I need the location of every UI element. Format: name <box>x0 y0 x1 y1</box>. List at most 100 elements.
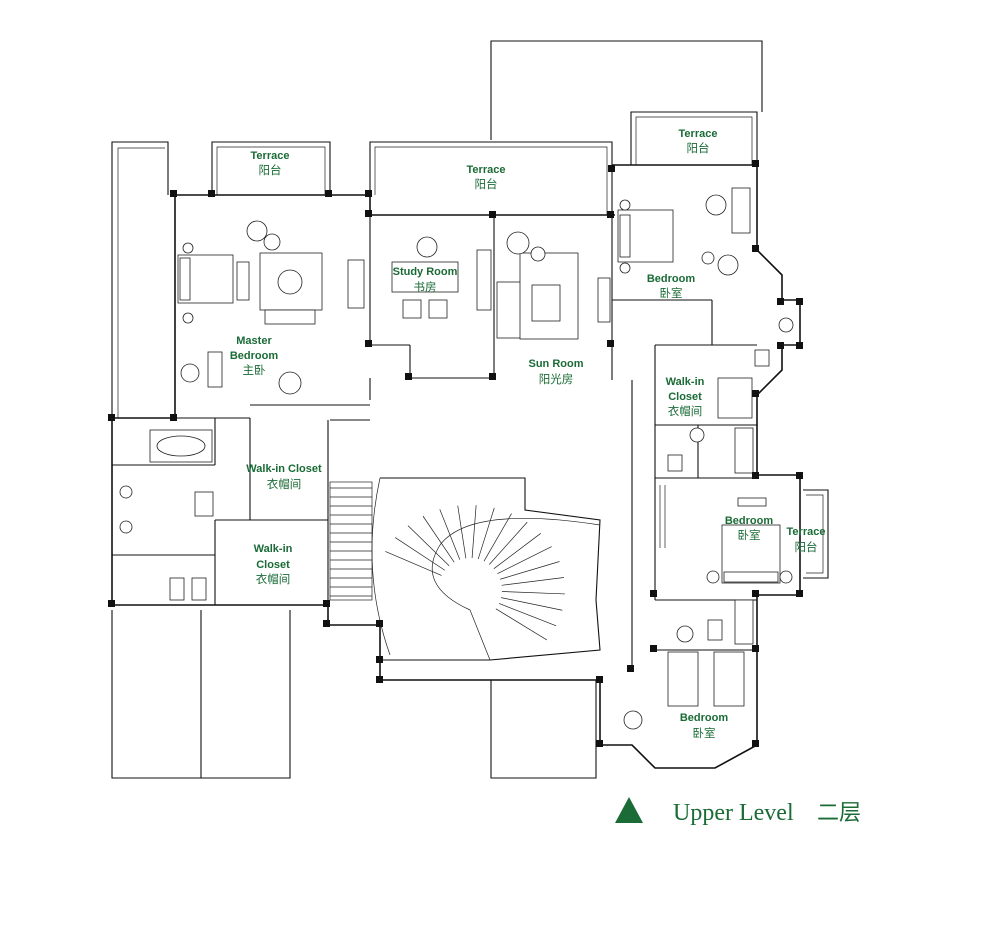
room-label-bedroom-bottom: Bedroom 卧室 <box>680 712 729 740</box>
column <box>627 665 634 672</box>
column <box>796 342 803 349</box>
svg-text:Terrace: Terrace <box>251 150 290 162</box>
svg-text:Walk-in Closet: Walk-in Closet <box>246 463 322 475</box>
svg-text:阳台: 阳台 <box>475 177 498 191</box>
svg-text:书房: 书房 <box>414 280 437 294</box>
svg-text:Closet: Closet <box>256 559 290 571</box>
room-label-bedroom-top-right: Bedroom 卧室 <box>647 273 696 300</box>
column <box>376 676 383 683</box>
room-label-terrace-left: Terrace 阳台 <box>251 150 290 177</box>
column <box>365 340 372 347</box>
column <box>365 190 372 197</box>
room-label-master-bedroom: Master Bedroom 主卧 <box>230 335 279 377</box>
column <box>752 645 759 652</box>
column <box>108 600 115 607</box>
column <box>596 740 603 747</box>
stair-tread <box>489 521 528 565</box>
room-label-terrace-right-top: Terrace 阳台 <box>679 128 718 155</box>
room-label-terrace-right-mid: Terrace 阳台 <box>787 526 826 554</box>
svg-text:Walk-in: Walk-in <box>666 376 705 388</box>
column <box>208 190 215 197</box>
stair-tread <box>395 537 446 571</box>
svg-text:Terrace: Terrace <box>787 526 826 538</box>
legend-title: Upper Level <box>673 800 794 826</box>
column <box>376 620 383 627</box>
stair-tread <box>501 577 565 586</box>
column <box>796 298 803 305</box>
column <box>596 676 603 683</box>
column <box>323 620 330 627</box>
stair-tread <box>483 513 512 562</box>
column <box>752 740 759 747</box>
svg-text:衣帽间: 衣帽间 <box>267 477 302 491</box>
terrace-outlines <box>111 40 829 779</box>
stair-tread <box>495 608 548 641</box>
stair-tread <box>407 525 450 567</box>
svg-text:阳台: 阳台 <box>795 540 818 554</box>
column <box>170 414 177 421</box>
svg-text:Sun Room: Sun Room <box>529 358 584 370</box>
column <box>777 298 784 305</box>
svg-text:Closet: Closet <box>668 391 702 403</box>
svg-text:阳台: 阳台 <box>259 163 282 177</box>
column <box>752 590 759 597</box>
column <box>777 342 784 349</box>
stair-tread <box>471 505 477 559</box>
stair-tread <box>385 551 442 576</box>
column <box>108 414 115 421</box>
room-label-study: Study Room 书房 <box>393 266 458 294</box>
wall-columns <box>108 160 803 747</box>
column <box>489 373 496 380</box>
column <box>607 211 614 218</box>
svg-text:Bedroom: Bedroom <box>725 515 774 527</box>
legend-cn: 二层 <box>817 801 861 826</box>
room-label-walkin-center: Walk-in Closet 衣帽间 <box>246 463 322 491</box>
column <box>405 373 412 380</box>
column <box>489 211 496 218</box>
column <box>650 645 657 652</box>
column <box>796 590 803 597</box>
legend: Upper Level 二层 <box>615 797 861 826</box>
svg-text:卧室: 卧室 <box>660 286 683 300</box>
svg-text:Study Room: Study Room <box>393 266 458 278</box>
room-label-bedroom-mid-right: Bedroom 卧室 <box>725 515 774 542</box>
stair-tread <box>477 507 495 560</box>
column <box>796 472 803 479</box>
room-label-sun-room: Sun Room 阳光房 <box>529 358 584 386</box>
room-label-walkin-lower: Walk-in Closet 衣帽间 <box>254 543 293 586</box>
column <box>323 600 330 607</box>
column <box>608 165 615 172</box>
svg-text:阳光房: 阳光房 <box>539 372 574 386</box>
stair-tread <box>493 533 542 569</box>
svg-text:Master: Master <box>236 335 272 347</box>
svg-text:Bedroom: Bedroom <box>647 273 696 285</box>
column <box>752 472 759 479</box>
stair-tread <box>498 603 557 627</box>
column <box>752 160 759 167</box>
stair-tread <box>501 591 565 595</box>
svg-text:Terrace: Terrace <box>679 128 718 140</box>
column <box>325 190 332 197</box>
stair-tread <box>439 509 461 560</box>
svg-text:主卧: 主卧 <box>243 363 266 377</box>
interior-walls <box>112 215 757 670</box>
svg-text:Terrace: Terrace <box>467 164 506 176</box>
svg-text:阳台: 阳台 <box>687 141 710 155</box>
stair-tread <box>422 515 455 563</box>
svg-text:卧室: 卧室 <box>738 528 761 542</box>
room-label-walkin-right: Walk-in Closet 衣帽间 <box>666 376 705 418</box>
column <box>752 245 759 252</box>
stair-tread <box>497 546 552 574</box>
column <box>365 210 372 217</box>
svg-text:Walk-in: Walk-in <box>254 543 293 555</box>
stair-tread <box>457 505 467 559</box>
svg-text:Bedroom: Bedroom <box>230 350 279 362</box>
furniture <box>119 187 794 730</box>
svg-text:衣帽间: 衣帽间 <box>256 572 291 586</box>
column <box>170 190 177 197</box>
stair-tread <box>501 597 563 611</box>
staircase <box>329 477 601 661</box>
column <box>376 656 383 663</box>
column <box>752 390 759 397</box>
